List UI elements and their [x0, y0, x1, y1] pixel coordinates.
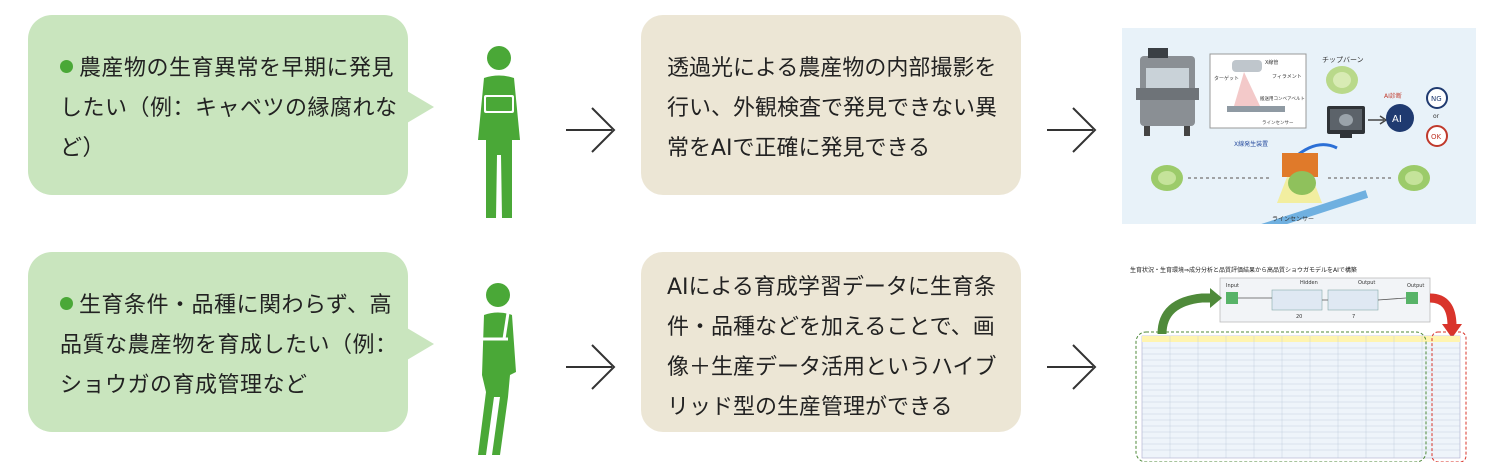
svg-text:7: 7 [1352, 314, 1355, 320]
svg-text:NG: NG [1431, 95, 1442, 103]
bullet-icon [60, 60, 73, 73]
svg-text:Hidden: Hidden [1300, 280, 1318, 286]
solution-text-2: AIによる育成学習データに生育条件・品種などを加えることで、画像＋生産データ活用… [667, 275, 997, 420]
need-bubble-1: 農産物の生育異常を早期に発見したい（例：キャベツの縁腐れなど） [28, 15, 434, 195]
bullet-icon [60, 297, 73, 310]
need-bubble-2: 生育条件・品種に関わらず、高品質な農産物を育成したい（例：ショウガの育成管理など [28, 252, 434, 432]
svg-text:or: or [1433, 113, 1440, 120]
svg-text:ラインセンサー: ラインセンサー [1262, 120, 1294, 126]
inspection-machine-icon [1136, 48, 1199, 136]
svg-text:Output: Output [1407, 283, 1424, 289]
svg-text:Input: Input [1226, 283, 1239, 289]
svg-text:搬送用コンベアベルト: 搬送用コンベアベルト [1260, 95, 1305, 102]
svg-text:チップバーン: チップバーン [1322, 56, 1364, 64]
svg-text:X線管: X線管 [1265, 59, 1278, 66]
svg-text:ラインセンサー: ラインセンサー [1272, 216, 1314, 223]
svg-text:20: 20 [1296, 314, 1302, 320]
svg-text:Output: Output [1358, 280, 1375, 286]
row-2: 生育条件・品種に関わらず、高品質な農産物を育成したい（例：ショウガの育成管理など… [0, 252, 1495, 467]
svg-text:AI: AI [1392, 114, 1402, 125]
arrow-right-icon [1047, 107, 1097, 153]
svg-text:AI診断: AI診断 [1384, 92, 1402, 100]
arrow-right-icon [566, 344, 616, 390]
svg-text:ターゲット: ターゲット [1214, 75, 1239, 82]
ai-model-illustration: 生育状況・生育環境⇒成分分析と品質評価結果から高品質ショウガモデルをAIで構築 … [1122, 262, 1476, 462]
person-thinking-icon [478, 283, 516, 455]
person-holding-book-icon [478, 46, 520, 218]
solution-box-1: 透過光による農産物の内部撮影を行い、外観検査で発見できない異常をAIで正確に発見… [641, 15, 1021, 195]
solution-box-2: AIによる育成学習データに生育条件・品種などを加えることで、画像＋生産データ活用… [641, 252, 1021, 432]
solution-text-1: 透過光による農産物の内部撮影を行い、外観検査で発見できない異常をAIで正確に発見… [667, 56, 998, 161]
arrow-right-icon [566, 107, 616, 153]
need-text-1: 農産物の生育異常を早期に発見したい（例：キャベツの縁腐れなど） [60, 56, 398, 161]
svg-text:OK: OK [1431, 133, 1442, 141]
arrow-right-icon [1047, 344, 1097, 390]
svg-text:フィラメント: フィラメント [1272, 74, 1302, 80]
svg-text:生育状況・生育環境⇒成分分析と品質評価結果から高品質ショウガ: 生育状況・生育環境⇒成分分析と品質評価結果から高品質ショウガモデルをAIで構築 [1130, 266, 1357, 274]
xray-inspection-illustration: X線管 ターゲット フィラメント 搬送用コンベアベルト ラインセンサー X線発生… [1122, 28, 1476, 224]
svg-text:X線発生装置: X線発生装置 [1234, 140, 1268, 148]
need-text-2: 生育条件・品種に関わらず、高品質な農産物を育成したい（例：ショウガの育成管理など [60, 293, 398, 398]
row-1: 農産物の生育異常を早期に発見したい（例：キャベツの縁腐れなど） 透過光による農産… [0, 15, 1495, 230]
